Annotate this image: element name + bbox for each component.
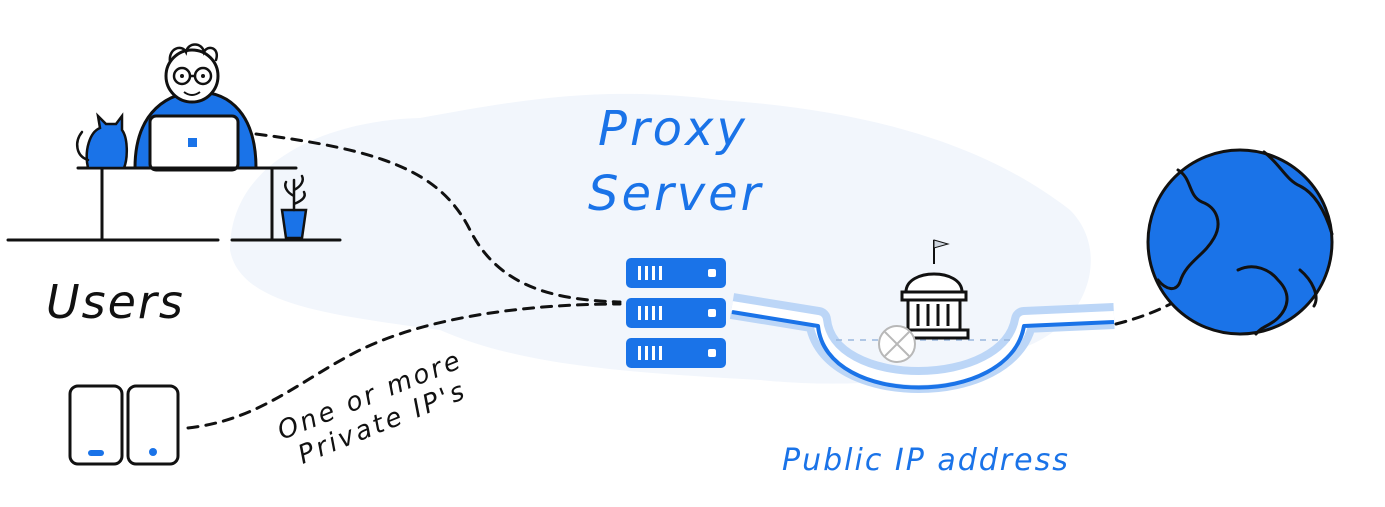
glasses-pupil-left: [180, 74, 184, 78]
plant-leaves: [284, 174, 306, 212]
plant-pot: [280, 208, 308, 240]
users-label: Users: [46, 275, 185, 329]
proxy-server-title-line1: Proxy: [598, 101, 748, 157]
public-ip-label: Public IP address: [782, 443, 1070, 478]
tunnel-gap: [731, 301, 1115, 385]
private-ip-label: One or more Private IP's: [273, 345, 471, 471]
globe-icon: [1146, 148, 1334, 336]
tunnel-core-line: [731, 310, 1115, 390]
proxy-server-icon: [626, 258, 726, 368]
background-cloud: [230, 93, 1091, 384]
person-hair: [168, 43, 219, 64]
globe-continent-1: [1156, 168, 1220, 290]
user-at-desk-illustration: [6, 43, 342, 242]
public-ip-tunnel: [729, 293, 1115, 393]
globe-continent-2: [1262, 150, 1334, 236]
proxy-server-title-line2: Server: [588, 166, 764, 222]
person-mouth: [183, 91, 201, 96]
server-unit-top: [626, 258, 726, 288]
mobile-devices: [68, 384, 180, 466]
dashed-link-user-to-proxy: [254, 132, 622, 304]
dashed-link-phones-to-proxy: [186, 302, 622, 430]
server-unit-bottom: [626, 338, 726, 368]
phone-right-button: [149, 448, 157, 456]
globe-continent-4: [1298, 268, 1318, 308]
phone-right: [126, 384, 180, 466]
laptop-logo: [188, 138, 197, 147]
server-unit-middle: [626, 298, 726, 328]
dashed-link-to-globe: [1114, 298, 1180, 326]
phone-left-button: [88, 450, 104, 456]
globe-continent-3: [1236, 265, 1289, 336]
cat-tail: [75, 130, 90, 162]
blocked-icon: [878, 325, 916, 363]
government-building-icon: [898, 239, 970, 340]
cat: [85, 112, 128, 170]
phone-left: [68, 384, 124, 466]
glasses-pupil-right: [201, 74, 205, 78]
